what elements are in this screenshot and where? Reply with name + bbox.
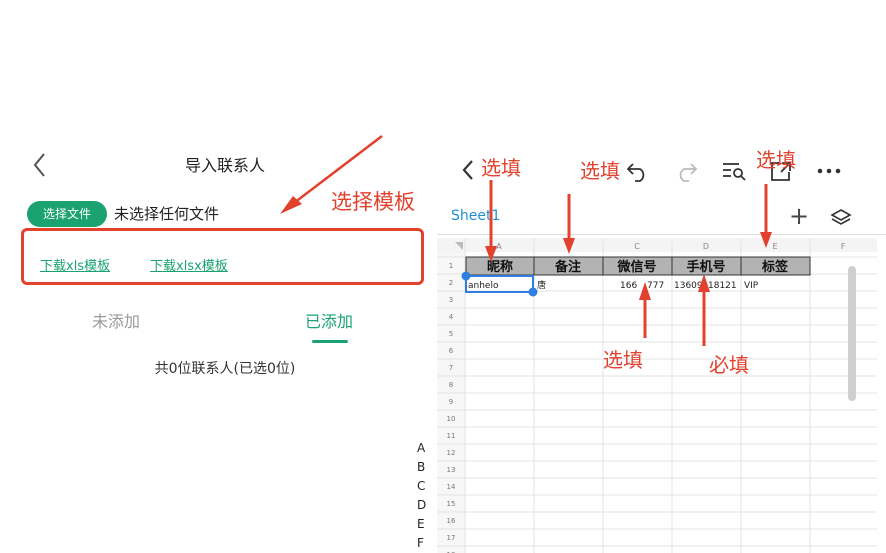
select-all-corner-icon bbox=[455, 242, 463, 250]
annotation-optional-wechat: 选填 bbox=[603, 348, 643, 372]
cell-b2: 唐 bbox=[537, 279, 546, 291]
header-tag: 标签 bbox=[761, 259, 789, 275]
selection-handle-bottom bbox=[528, 287, 538, 297]
cell-a2: anhelo bbox=[468, 281, 499, 291]
row-letter-d: D bbox=[417, 498, 427, 512]
cell-e2: VIP bbox=[744, 281, 759, 291]
header-phone: 手机号 bbox=[686, 259, 725, 275]
search-sheet-icon[interactable] bbox=[721, 160, 747, 182]
spreadsheet-grid[interactable]: A C D E F 昵称 备注 微信号 手机号 标签 anhelo 唐 166 … bbox=[437, 238, 877, 553]
row-number: 3 bbox=[449, 296, 453, 304]
share-icon[interactable] bbox=[769, 160, 793, 182]
cell-d2-part1: 13609 bbox=[674, 281, 703, 291]
header-nickname: 昵称 bbox=[487, 259, 513, 275]
row-number: 9 bbox=[449, 398, 453, 406]
add-sheet-icon[interactable]: + bbox=[789, 202, 810, 230]
annotation-select-template: 选择模板 bbox=[331, 190, 415, 214]
sheet-tab[interactable]: Sheet1 bbox=[451, 208, 501, 224]
row-number: 17 bbox=[447, 534, 456, 542]
col-letter-c: C bbox=[634, 242, 640, 251]
header-remark: 备注 bbox=[554, 259, 581, 275]
row-number: 5 bbox=[449, 330, 453, 338]
cell-c2-part2: 777 bbox=[647, 281, 664, 291]
row-letter-c: C bbox=[417, 479, 426, 493]
row-number: 2 bbox=[449, 279, 453, 287]
cell-selection bbox=[465, 275, 534, 293]
download-xls-link[interactable]: 下载xls模板 bbox=[40, 259, 111, 274]
no-file-selected-text: 未选择任何文件 bbox=[114, 205, 220, 223]
annotation-optional-remark: 选填 bbox=[580, 159, 620, 183]
row-letter-b: B bbox=[417, 460, 426, 474]
page-title: 导入联系人 bbox=[184, 156, 265, 175]
annotation-arrow-template bbox=[280, 135, 383, 214]
contact-count-text: 共0位联系人(已选0位) bbox=[154, 361, 296, 377]
row-number: 4 bbox=[449, 313, 454, 321]
col-letter-f: F bbox=[841, 242, 846, 251]
row-letter-f: F bbox=[417, 536, 424, 550]
tab-not-added[interactable]: 未添加 bbox=[92, 312, 141, 331]
row-number: 15 bbox=[447, 500, 456, 508]
cell-c2-part1: 166 bbox=[620, 281, 637, 291]
row-number: 10 bbox=[447, 415, 456, 423]
choose-file-button[interactable]: 选择文件 bbox=[27, 201, 107, 227]
more-icon[interactable] bbox=[817, 168, 841, 174]
tab-added[interactable]: 已添加 bbox=[305, 312, 354, 331]
row-number: 7 bbox=[449, 364, 453, 372]
col-letter-e: E bbox=[772, 242, 777, 251]
row-number: 13 bbox=[447, 466, 456, 474]
active-tab-indicator bbox=[312, 340, 348, 343]
annotation-arrows bbox=[485, 180, 772, 346]
redo-icon[interactable] bbox=[673, 160, 699, 182]
row-letter-a: A bbox=[417, 441, 426, 455]
row-letter-e: E bbox=[417, 517, 425, 531]
col-letter-d: D bbox=[703, 242, 709, 251]
row-number: 1 bbox=[449, 262, 453, 270]
row-number: 12 bbox=[447, 449, 456, 457]
col-letter-a: A bbox=[496, 242, 502, 251]
row-number: 14 bbox=[447, 483, 456, 491]
row-number: 6 bbox=[449, 347, 454, 355]
annotation-optional-tag: 选填 bbox=[756, 148, 796, 172]
cell-d2-part2: 18121 bbox=[708, 281, 737, 291]
spreadsheet-panel: Sheet1 + A C D E F bbox=[437, 130, 886, 553]
header-wechat: 微信号 bbox=[616, 259, 656, 275]
annotation-optional-nickname: 选填 bbox=[481, 156, 521, 180]
row-number: 16 bbox=[447, 517, 456, 525]
download-xlsx-link[interactable]: 下载xlsx模板 bbox=[150, 259, 228, 274]
undo-icon[interactable] bbox=[625, 160, 651, 182]
layers-icon[interactable] bbox=[830, 207, 852, 229]
vertical-scrollbar[interactable] bbox=[848, 266, 856, 401]
import-contacts-panel: 导入联系人 选择文件 未选择任何文件 下载xls模板 下载xlsx模板 未添加 … bbox=[0, 130, 430, 553]
row-number: 18 bbox=[447, 551, 456, 553]
row-number: 8 bbox=[449, 381, 453, 389]
back-chevron-icon[interactable] bbox=[461, 158, 475, 182]
selection-handle-top bbox=[461, 271, 471, 281]
template-highlight-box bbox=[21, 228, 424, 285]
back-chevron-icon[interactable] bbox=[30, 150, 50, 180]
row-number: 11 bbox=[447, 432, 456, 440]
sheet-bar-divider bbox=[437, 234, 886, 235]
annotation-required-phone: 必填 bbox=[709, 353, 749, 377]
